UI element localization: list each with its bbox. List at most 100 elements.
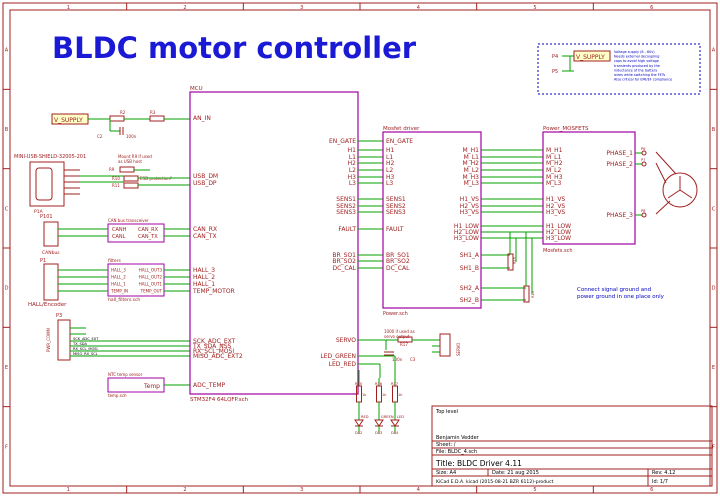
mosfet-pin-m-l2: M_L2 bbox=[546, 167, 562, 174]
title-block-sheet: Sheet: / bbox=[436, 442, 456, 448]
driver-pin-h2: H2 bbox=[386, 160, 395, 167]
power-note-line: Also critical for EMI/EF compliance bbox=[614, 78, 672, 82]
led-value: 1k bbox=[382, 393, 387, 397]
led-resistor bbox=[376, 385, 382, 403]
usb-ref-r9: R9 bbox=[109, 167, 115, 172]
mosfet-pin-h3-vs: H3_VS bbox=[546, 209, 565, 216]
comm-net-label: SCK_ADC_EXT bbox=[73, 337, 99, 341]
mcu-pin-usb-dm: USB_DM bbox=[193, 173, 218, 180]
border-col-bottom-1: 1 bbox=[67, 487, 70, 493]
mosfet-pin-m-h2: M_H2 bbox=[546, 160, 563, 167]
border-col-top-5: 5 bbox=[533, 5, 536, 11]
phase-terminal bbox=[641, 150, 647, 156]
driver-pin-h1-low: H1_LOW bbox=[454, 223, 479, 230]
mosfet-pin-m-h3: M_H3 bbox=[546, 174, 563, 181]
hall-pin-in: HALL_2 bbox=[111, 275, 126, 280]
hall-name: HALL/Encoder bbox=[28, 302, 67, 308]
title-block-id: Id: 1/7 bbox=[652, 479, 668, 485]
ntc-sheet-name: NTC temp sensor bbox=[108, 372, 143, 377]
hall-pin-in: HALL_1 bbox=[111, 282, 126, 287]
mcu-pin-tx-sda-nss: TX_SDA_NSS bbox=[192, 343, 232, 350]
border-col-top-2: 2 bbox=[183, 5, 186, 11]
border-row-right-F: F bbox=[712, 444, 715, 450]
driver-pin-m-h1: M_H1 bbox=[462, 147, 479, 154]
border-row-left-C: C bbox=[5, 206, 9, 212]
mcu-pin-l2: L2 bbox=[349, 167, 356, 174]
mosfet-pin-h1-low: H1_LOW bbox=[546, 223, 571, 230]
mosfet-pin-phase-1: PHASE_1 bbox=[606, 150, 633, 157]
servo-note-line-1: 1000 if used as bbox=[384, 329, 415, 334]
power-note-line: wires while switching the FETs bbox=[614, 73, 665, 77]
border-col-top-4: 4 bbox=[417, 5, 420, 11]
border-row-right-A: A bbox=[712, 48, 716, 54]
power-pin-p4: P4 bbox=[552, 54, 558, 60]
hall-pin-out: TEMP_OUT bbox=[140, 289, 163, 294]
mcu-file: STM32F4 64LQFP.sch bbox=[190, 397, 249, 403]
power-note-line: Needs external decoupling bbox=[614, 55, 659, 59]
mosfet-pin-h2-vs: H2_VS bbox=[546, 203, 565, 210]
mcu-pin-usb-dp: USB_DP bbox=[193, 180, 217, 187]
mosfet-pin-h3-low: H3_LOW bbox=[546, 235, 571, 242]
usb-name: MINI-USB-SHIELD-32005-201 bbox=[14, 154, 86, 160]
power-mosfets-sheet: Power_MOSFETS Mosfets.sch M_H1M_L1M_H2M_… bbox=[542, 126, 698, 254]
power-note-line: caps to avoid high voltage bbox=[614, 59, 659, 63]
mcu-pin-sens1: SENS1 bbox=[336, 196, 356, 203]
driver-file: Power.sch bbox=[383, 311, 408, 317]
mcu-pin-dc-cal: DC_CAL bbox=[333, 265, 357, 272]
driver-pin-sens1: SENS1 bbox=[386, 196, 406, 203]
power-net-label: V_SUPPLY bbox=[576, 54, 605, 61]
can-pin-canh: CANH bbox=[112, 227, 127, 233]
driver-pin-h1: H1 bbox=[386, 147, 395, 154]
mcu-pin-an-in: AN_IN bbox=[193, 115, 211, 122]
title-block-author: Benjamin Vedder bbox=[436, 435, 480, 441]
input-ref-r2: R2 bbox=[120, 110, 126, 115]
power-note: P4 P5 V_SUPPLY Voltage supply (8 - 60v)N… bbox=[537, 43, 701, 95]
mosfet-pin-h2-low: H2_LOW bbox=[546, 229, 571, 236]
driver-pin-m-l1: M_L1 bbox=[464, 154, 480, 161]
border-row-left-F: F bbox=[5, 444, 8, 450]
mosfet-pin-m-h1: M_H1 bbox=[546, 147, 563, 154]
shunt-ref-r16: R16 bbox=[531, 291, 535, 298]
driver-pin-sh1-a: SH1_A bbox=[460, 252, 480, 259]
usb-connector: MINI-USB-SHIELD-32005-201 P1A Mount R9 i… bbox=[14, 154, 190, 215]
power-note-line: Voltage supply (8 - 60v) bbox=[614, 50, 655, 54]
input-net-label: V_SUPPLY bbox=[54, 117, 83, 124]
border-row-left-E: E bbox=[5, 365, 8, 371]
hall-sheet-name: filters bbox=[108, 258, 121, 264]
led-ref: R37 bbox=[391, 382, 398, 386]
border-col-bottom-5: 5 bbox=[533, 487, 536, 493]
mcu-pin-hall-1: HALL_1 bbox=[193, 281, 215, 288]
hall-pin-out: HALL_OUT2 bbox=[139, 275, 163, 280]
mcu-pin-adc-temp: ADC_TEMP bbox=[193, 382, 226, 389]
led-ref: R36 bbox=[375, 382, 383, 386]
power-pin-p5: P5 bbox=[552, 69, 558, 75]
led-diode-ref: D13 bbox=[375, 431, 382, 435]
mcu-sheet: MCU STM32F4 64LQFP.sch AN_INUSB_DMUSB_DP… bbox=[189, 86, 383, 403]
border-col-top-3: 3 bbox=[300, 5, 303, 11]
driver-pin-m-h3: M_H3 bbox=[462, 174, 479, 181]
title-block-top: Top level bbox=[435, 409, 458, 415]
border-col-bottom-3: 3 bbox=[300, 487, 303, 493]
ground-note-line-2: power ground in one place only bbox=[577, 294, 665, 300]
title-block-tool: KiCad E.D.A. kicad (2015-08-21 BZR 6112)… bbox=[436, 479, 554, 485]
title-block-rev: Rev: 4.12 bbox=[652, 470, 675, 476]
led-diode bbox=[390, 419, 400, 427]
ntc-file: temp.sch bbox=[108, 393, 127, 398]
driver-pin-sh1-b: SH1_B bbox=[460, 265, 479, 272]
mosfet-pin-phase-3: PHASE_3 bbox=[606, 212, 633, 219]
led-ref: R35 bbox=[355, 382, 362, 386]
mcu-pin-br-so1: BR_SO1 bbox=[332, 252, 356, 259]
led-diode-ref: D12 bbox=[355, 431, 362, 435]
driver-pin-br-so1: BR_SO1 bbox=[386, 252, 410, 259]
usb-note-line-1: Mount R9 if used bbox=[118, 154, 152, 159]
comm-net-label: MISO_RX_SCL bbox=[73, 352, 98, 356]
border-col-top-6: 6 bbox=[650, 5, 653, 11]
driver-pin-h2-vs: H2_VS bbox=[460, 203, 479, 210]
led-resistor bbox=[392, 385, 398, 403]
driver-pin-h2-low: H2_LOW bbox=[454, 229, 479, 236]
mcu-pin-miso-adc-ext2: MISO_ADC_EXT2 bbox=[193, 353, 243, 360]
hall-pin-out: HALL_OUT3 bbox=[139, 268, 163, 273]
border-col-bottom-6: 6 bbox=[650, 487, 653, 493]
driver-pin-dc-cal: DC_CAL bbox=[386, 265, 410, 272]
